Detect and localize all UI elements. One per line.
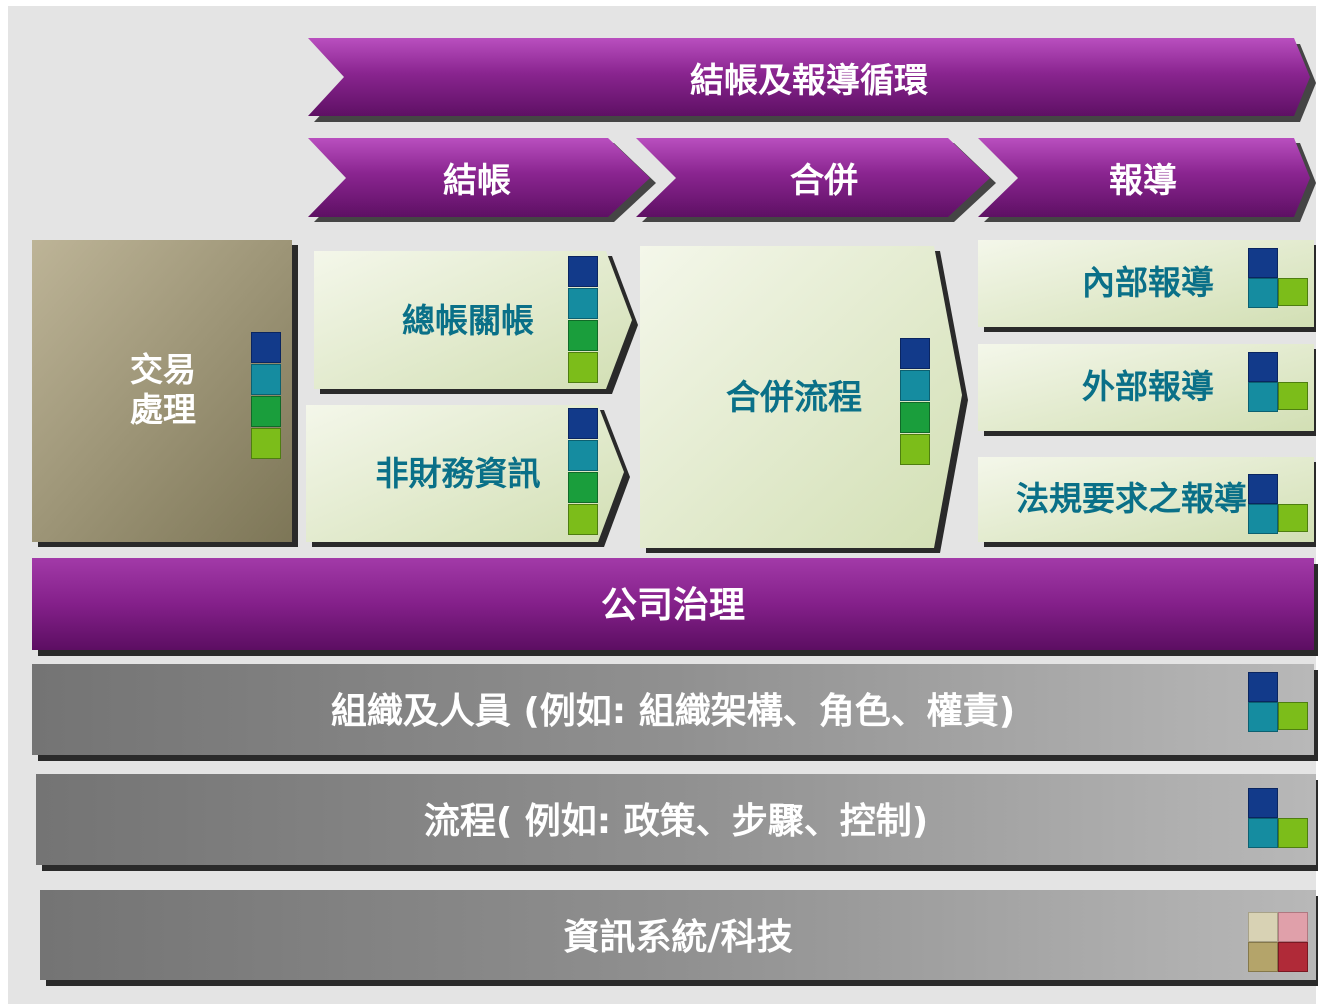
transaction-box — [32, 240, 292, 542]
layer-label-process: 流程( 例如: 政策、步驟、控制) — [423, 801, 929, 842]
gl-closing-label: 總帳關帳 — [402, 301, 534, 340]
consolidation-label: 合併流程 — [726, 377, 862, 418]
cluster-icon-regulatory-report — [1248, 474, 1310, 534]
cluster-icon-people — [1248, 672, 1310, 732]
layer-bar-process — [36, 774, 1316, 865]
stack-icon-nonfinancial — [568, 408, 598, 536]
phase-label-consolidation: 合併 — [790, 161, 858, 201]
layer-label-people: 組織及人員 (例如: 組織架構、角色、權責) — [330, 691, 1016, 732]
stack-icon-gl-closing — [568, 256, 598, 384]
nonfinancial-label: 非財務資訊 — [375, 454, 541, 493]
cluster-icon-external-report — [1248, 352, 1310, 412]
stack-icon-transaction — [251, 332, 281, 460]
stack-icon-consolidation — [900, 338, 930, 466]
phase-chevron-consolidation — [636, 138, 990, 217]
consolidation-box — [640, 246, 962, 548]
layer-bar-technology — [40, 890, 1316, 980]
phase-label-reporting: 報導 — [1109, 161, 1177, 201]
phase-label-closing: 結帳 — [443, 161, 511, 201]
external-report-label: 外部報導 — [1082, 367, 1214, 406]
transaction-label-line1: 交易 — [130, 350, 196, 389]
layer-label-technology: 資訊系統/科技 — [563, 917, 793, 958]
phase-chevron-reporting — [978, 138, 1310, 217]
cycle-chevron — [308, 38, 1310, 116]
cycle-title: 結帳及報導循環 — [690, 60, 928, 101]
layer-bar-people — [32, 664, 1314, 755]
nonfinancial-box — [306, 405, 624, 542]
phase-chevron-closing — [308, 138, 650, 217]
transaction-label: 交易 處理 — [78, 340, 248, 440]
internal-report-label: 內部報導 — [1082, 263, 1214, 302]
governance-label: 公司治理 — [600, 585, 745, 626]
muted-cluster-icon-technology — [1248, 912, 1310, 974]
regulatory-report-label: 法規要求之報導 — [1016, 479, 1247, 518]
transaction-label-line2: 處理 — [130, 390, 196, 429]
cluster-icon-internal-report — [1248, 248, 1310, 308]
cluster-icon-process — [1248, 788, 1310, 850]
governance-bar — [32, 558, 1314, 650]
gl-closing-box — [314, 251, 632, 389]
